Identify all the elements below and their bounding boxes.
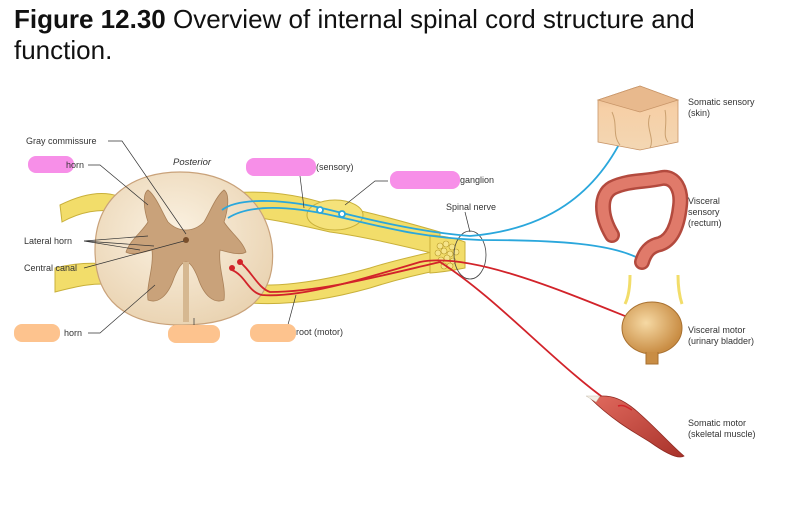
label-central-canal: Central canal (24, 263, 78, 273)
label-lateral-horn: Lateral horn (24, 236, 73, 246)
skeletal-muscle-illustration (585, 395, 685, 458)
label-motor-root: root (motor) (296, 327, 344, 337)
mask-motor-root-blank (250, 324, 296, 342)
mask-anterior-blank (168, 325, 220, 343)
label-somatic-sensory: Somatic sensory (skin) (688, 97, 755, 119)
mask-horn-blank (14, 324, 60, 342)
label-visceral-sensory-line3: (rectum) (688, 218, 722, 228)
label-visceral-motor: Visceral motor (urinary bladder) (688, 325, 754, 347)
leader-lines (83, 140, 471, 334)
label-ganglion: ganglion (460, 175, 495, 185)
figure-caption: Overview of internal spinal cord structu… (14, 4, 695, 65)
rectum-illustration (595, 169, 689, 270)
mask-gray-commissure-blank (28, 156, 74, 173)
label-somatic-motor: Somatic motor (skeletal muscle) (688, 418, 756, 440)
label-spinal-nerve: Spinal nerve (446, 202, 497, 212)
mask-sensory-root-blank (246, 158, 316, 176)
mask-ganglion-blank (390, 171, 460, 189)
label-visceral-sensory: Visceral sensory (rectum) (688, 196, 722, 229)
figure-number: Figure 12.30 (14, 4, 166, 34)
label-visceral-motor-line1: Visceral motor (688, 325, 746, 335)
label-somatic-motor-line1: Somatic motor (688, 418, 747, 428)
label-somatic-sensory-line2: (skin) (688, 108, 710, 118)
central-canal (183, 237, 189, 243)
skin-illustration (596, 85, 680, 151)
label-gray-commissure: Gray commissure (26, 136, 97, 146)
label-posterior: Posterior (173, 157, 212, 168)
figure-title: Figure 12.30 Overview of internal spinal… (14, 4, 794, 66)
label-somatic-sensory-line1: Somatic sensory (688, 97, 755, 107)
dorsal-root-ganglion (306, 199, 364, 231)
label-posterior-horn: horn (66, 160, 85, 170)
label-visceral-sensory-line2: sensory (688, 207, 720, 217)
spinal-cord-cross-section (94, 171, 274, 326)
urinary-bladder-illustration (621, 274, 684, 365)
label-anterior-horn: horn (64, 328, 83, 338)
label-visceral-sensory-line1: Visceral (688, 196, 720, 206)
label-visceral-motor-line2: (urinary bladder) (688, 336, 755, 346)
nerve-roots (54, 191, 487, 305)
label-sensory-root: (sensory) (316, 162, 354, 172)
label-somatic-motor-line2: (skeletal muscle) (688, 429, 756, 439)
motor-fibers (229, 259, 631, 409)
